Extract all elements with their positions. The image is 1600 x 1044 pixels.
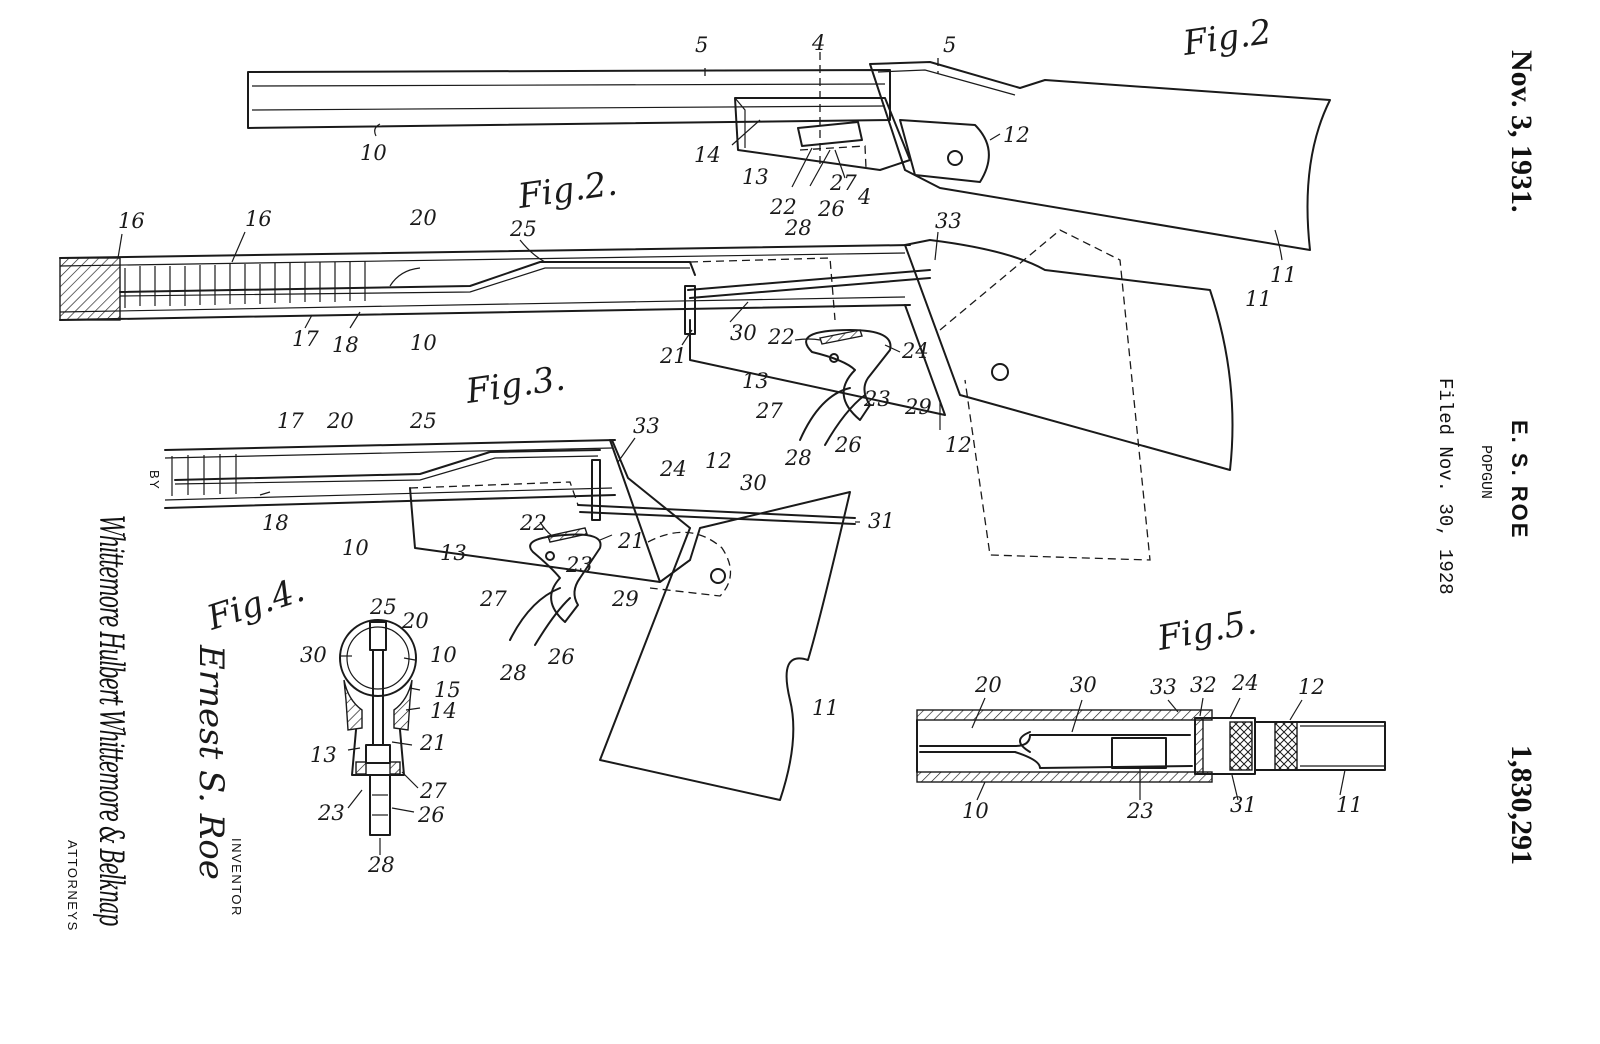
- ref-numeral: 26: [834, 433, 862, 457]
- ref-numeral: 27: [479, 587, 507, 611]
- by-label: BY: [147, 470, 162, 490]
- ref-numeral: 26: [817, 197, 845, 221]
- ref-numeral: 10: [360, 141, 387, 165]
- ref-numeral: 16: [118, 209, 145, 233]
- ref-numeral: 24: [1231, 671, 1259, 695]
- fig4-label: Fig.4.: [201, 570, 309, 639]
- ref-numeral: 14: [694, 143, 721, 167]
- credits: Ernest S. Roe INVENTOR BY ATTORNEYS Whit…: [65, 470, 244, 932]
- ref-numeral: 30: [300, 643, 327, 667]
- ref-numeral: 21: [659, 344, 687, 368]
- patent-number: 1,830,291: [1505, 745, 1538, 865]
- ref-numeral: 18: [332, 333, 359, 357]
- ref-numeral: 21: [419, 731, 447, 755]
- ref-numeral: 23: [317, 801, 345, 825]
- ref-numeral: 18: [262, 511, 289, 535]
- ref-numeral: 16: [245, 207, 272, 231]
- ref-numeral: 10: [342, 536, 369, 560]
- ref-numeral: 31: [1230, 793, 1257, 817]
- filed-date: Filed Nov. 30, 1928: [1434, 378, 1456, 595]
- ref-numeral: 22: [519, 511, 547, 535]
- fig5-label: Fig.5.: [1154, 602, 1260, 659]
- ref-numeral: 11: [1270, 263, 1297, 287]
- ref-numeral: 27: [829, 171, 857, 195]
- ref-numeral: 26: [417, 803, 445, 827]
- ref-numeral: 25: [509, 217, 537, 241]
- ref-numeral: 23: [863, 387, 891, 411]
- attorney-signature: Whittemore Hulbert Whittemore & Belknap: [91, 515, 131, 926]
- ref-numeral: 5: [695, 33, 708, 57]
- ref-numeral: 4: [811, 31, 825, 55]
- ref-numeral: 25: [369, 595, 397, 619]
- ref-numeral: 21: [617, 529, 645, 553]
- figure-5-section: [917, 698, 1385, 800]
- ref-numeral: 20: [974, 673, 1002, 697]
- ref-numeral: 23: [1126, 799, 1154, 823]
- ref-numeral: 23: [565, 553, 593, 577]
- ref-numeral: 20: [401, 609, 429, 633]
- figure-2-section: [60, 230, 1233, 560]
- ref-numeral: 29: [611, 587, 639, 611]
- ref-numeral: 13: [742, 165, 769, 189]
- ref-numeral: 10: [430, 643, 457, 667]
- ref-numeral: 27: [755, 399, 783, 423]
- patent-date: Nov. 3, 1931.: [1505, 50, 1538, 213]
- spring-coils: [125, 261, 365, 308]
- inventor-full-name: Ernest S. Roe: [191, 644, 231, 880]
- ref-numeral: 28: [499, 661, 527, 685]
- ref-numeral: 28: [367, 853, 395, 877]
- ref-numeral: 13: [742, 369, 769, 393]
- ref-numeral: 27: [419, 779, 447, 803]
- ref-numeral: 17: [277, 409, 304, 433]
- ref-numeral: 26: [547, 645, 575, 669]
- ref-numeral: 4: [857, 185, 871, 209]
- ref-numeral: 12: [1003, 123, 1030, 147]
- ref-numeral: 10: [962, 799, 989, 823]
- ref-numeral: 24: [901, 339, 929, 363]
- attorneys-label: ATTORNEYS: [65, 840, 80, 932]
- patent-header: Nov. 3, 1931. E. S. ROE POPGUN Filed Nov…: [1434, 50, 1538, 865]
- ref-numeral: 20: [326, 409, 354, 433]
- ref-numeral: 33: [633, 414, 660, 438]
- ref-numeral: 17: [292, 327, 319, 351]
- ref-numeral: 13: [310, 743, 337, 767]
- ref-numeral: 13: [440, 541, 467, 565]
- ref-numeral: 20: [409, 206, 437, 230]
- ref-numeral: 28: [784, 216, 812, 240]
- ref-numeral: 12: [1298, 675, 1325, 699]
- ref-numeral: 29: [904, 395, 932, 419]
- patent-title: POPGUN: [1477, 445, 1494, 499]
- ref-numeral: 33: [935, 209, 962, 233]
- fig2-main-label: Fig.2.: [515, 163, 620, 217]
- ref-numeral: 28: [784, 446, 812, 470]
- ref-numeral: 31: [868, 509, 895, 533]
- ref-numeral: 22: [767, 325, 795, 349]
- ref-numeral: 25: [409, 409, 437, 433]
- figure-4-cross-section: [340, 620, 420, 855]
- ref-numeral: 30: [730, 321, 757, 345]
- ref-numeral: 33: [1150, 675, 1177, 699]
- ref-numeral: 12: [705, 449, 732, 473]
- ref-numeral: 24: [659, 457, 687, 481]
- fig2-top-label: Fig.2: [1180, 12, 1274, 64]
- ref-numeral: 12: [945, 433, 972, 457]
- ref-numeral: 11: [812, 696, 839, 720]
- ref-numeral: 5: [943, 33, 956, 57]
- ref-numeral: 30: [1070, 673, 1097, 697]
- ref-numeral: 11: [1336, 793, 1363, 817]
- inventor-short-name: E. S. ROE: [1507, 420, 1532, 539]
- ref-numeral: 10: [410, 331, 437, 355]
- ref-numeral: 30: [740, 471, 767, 495]
- inventor-label: INVENTOR: [229, 838, 244, 917]
- ref-numeral: 14: [430, 699, 457, 723]
- fig3-label: Fig.3.: [463, 358, 568, 412]
- ref-numeral: 32: [1190, 673, 1217, 697]
- ref-numeral: 11: [1245, 287, 1272, 311]
